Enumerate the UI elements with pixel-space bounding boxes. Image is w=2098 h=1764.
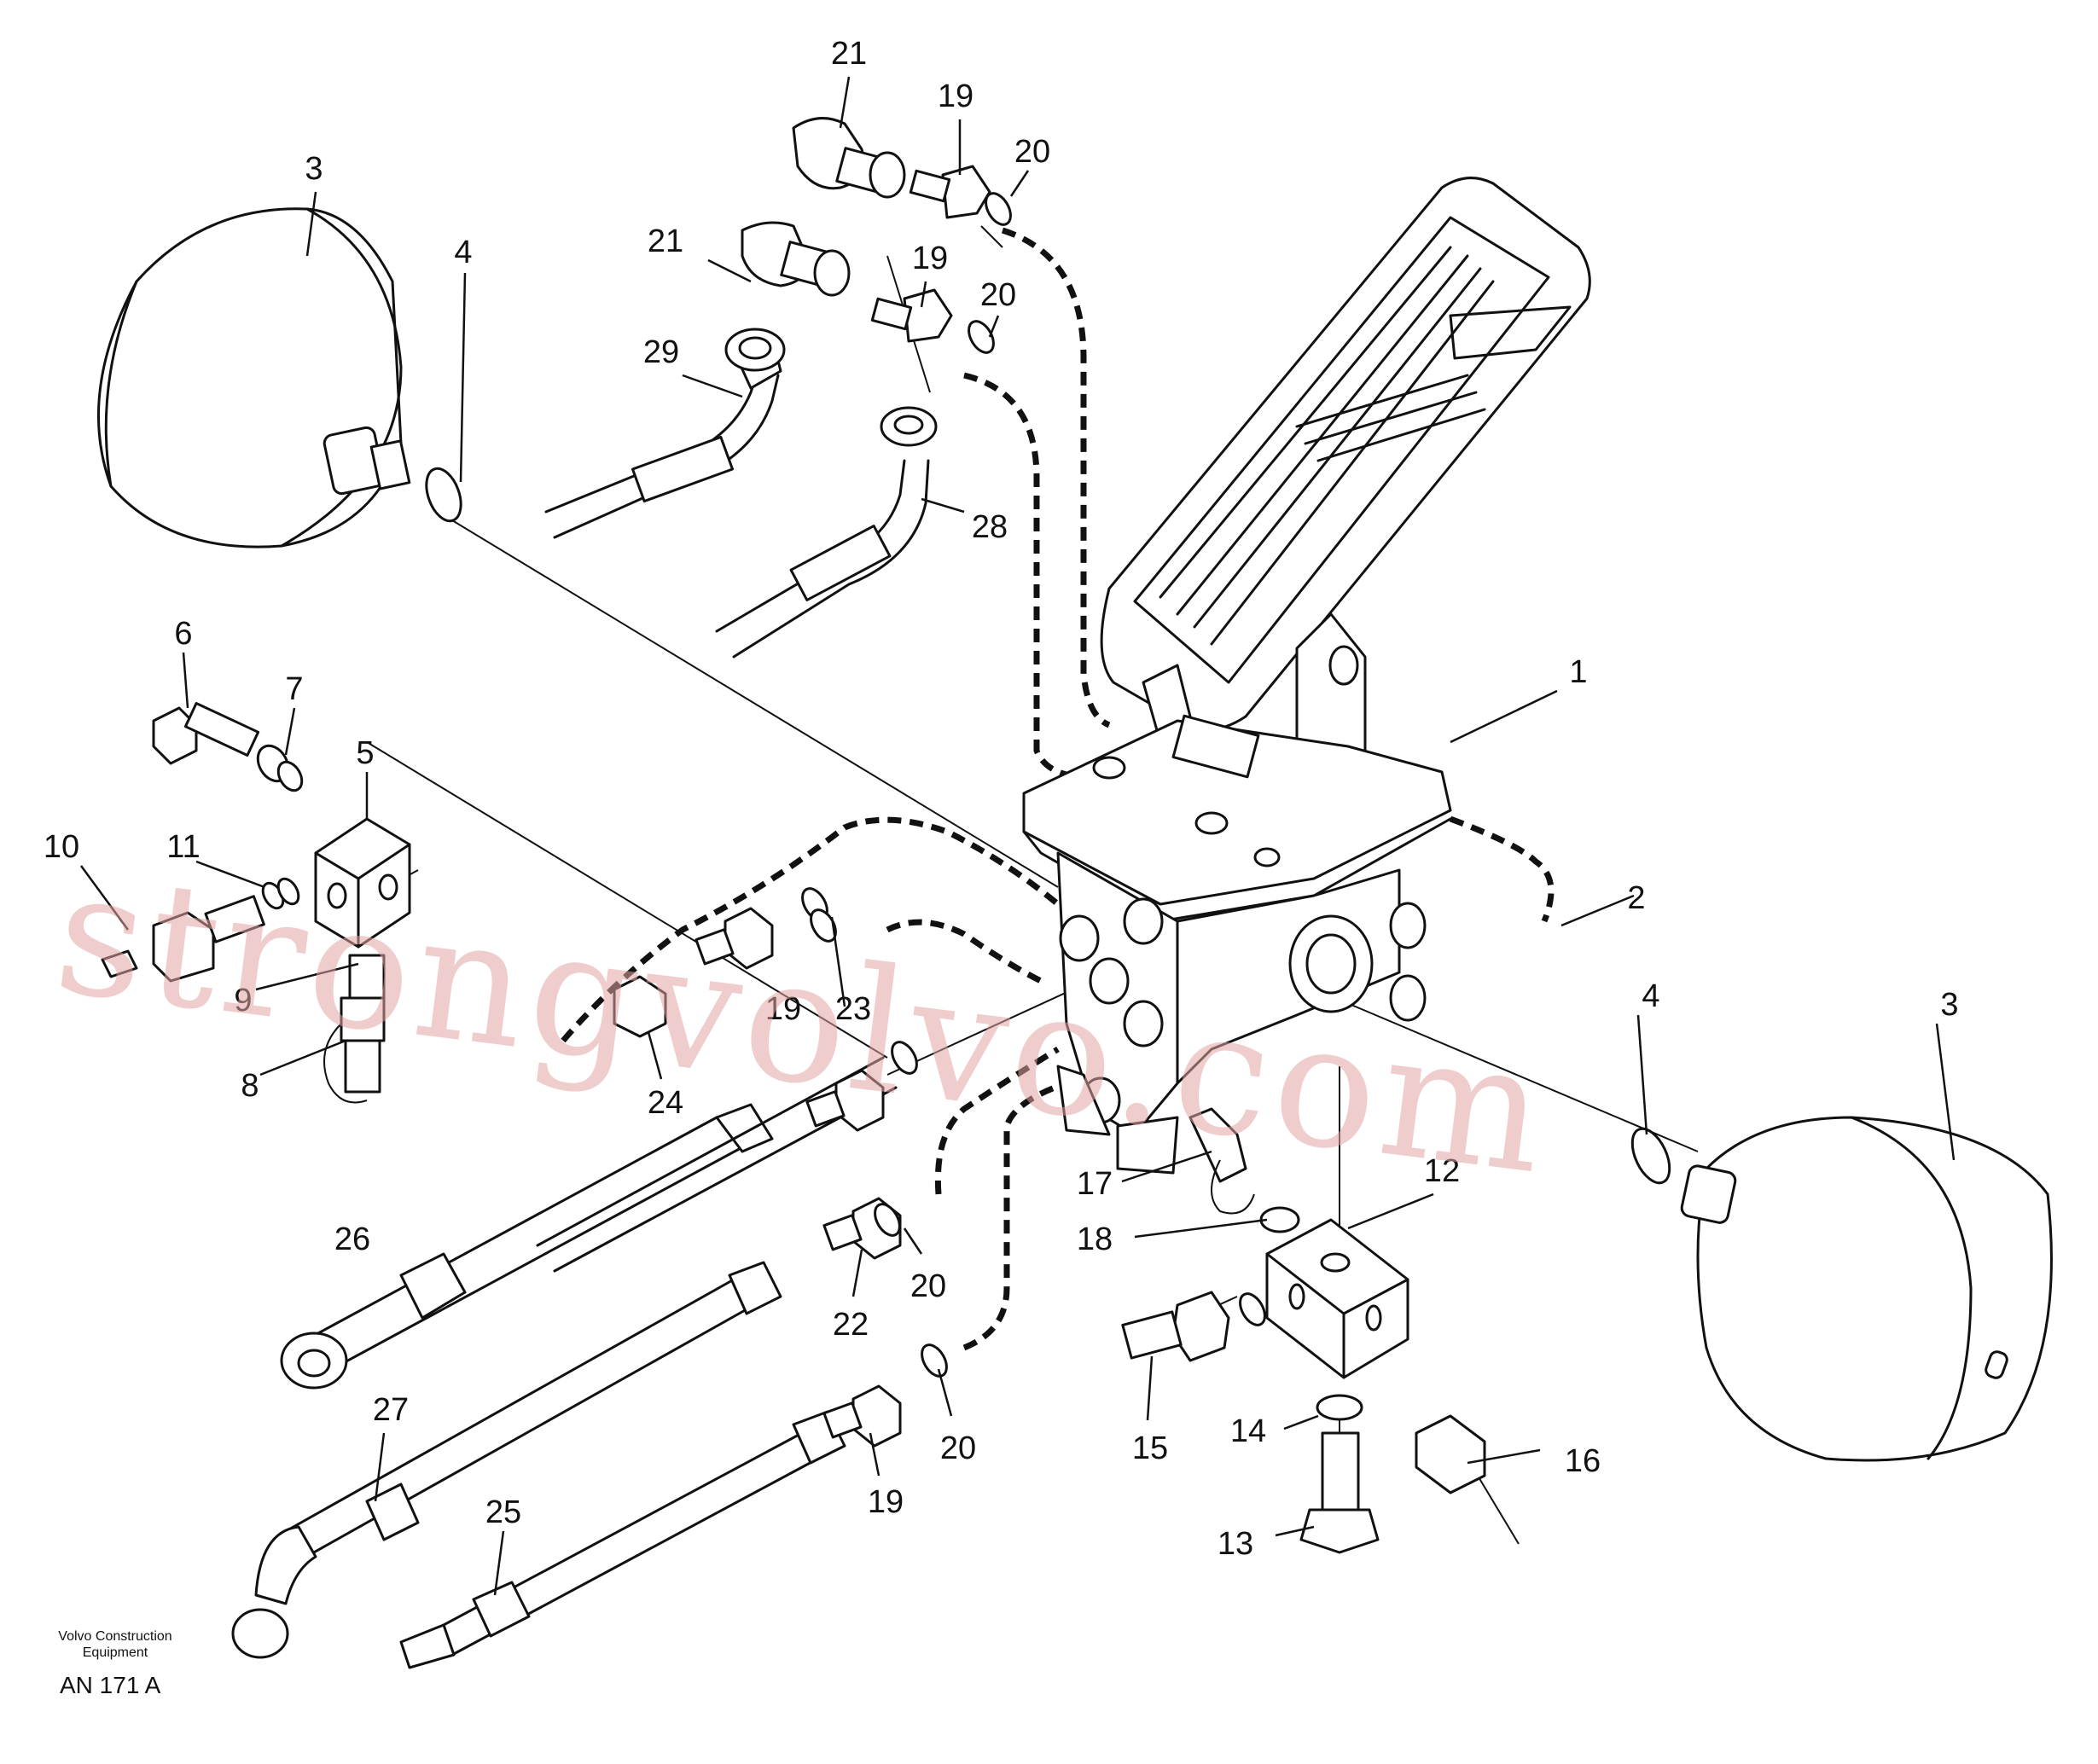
callout-label: 20 bbox=[1014, 134, 1050, 170]
callout-label: 3 bbox=[305, 151, 323, 187]
leader-lines bbox=[79, 76, 1956, 1596]
callout-label: 2 bbox=[1627, 880, 1645, 916]
block-5-assembly bbox=[101, 702, 411, 1104]
callout-label: 13 bbox=[1218, 1526, 1253, 1562]
publisher-line-1: Volvo Construction bbox=[58, 1629, 171, 1644]
callout-label: 14 bbox=[1230, 1413, 1266, 1449]
callout-label: 19 bbox=[868, 1484, 904, 1520]
callout-label: 29 bbox=[643, 334, 679, 370]
hose-27 bbox=[231, 1261, 782, 1659]
callout-label: 3 bbox=[1940, 987, 1958, 1023]
callout-label: 5 bbox=[356, 735, 374, 771]
callout-label: 28 bbox=[972, 509, 1008, 545]
callout-label: 21 bbox=[648, 223, 683, 259]
callout-label: 25 bbox=[485, 1494, 521, 1530]
callout-label: 1 bbox=[1569, 654, 1587, 690]
callout-label: 12 bbox=[1424, 1153, 1460, 1189]
hose-29 bbox=[544, 328, 786, 539]
callout-label: 26 bbox=[334, 1221, 370, 1257]
callout-label: 18 bbox=[1077, 1221, 1113, 1257]
hose-28 bbox=[715, 406, 938, 659]
callout-label: 4 bbox=[1642, 978, 1659, 1014]
publisher-block: Volvo Construction Equipment AN 171 A bbox=[58, 1629, 171, 1698]
callout-label: 17 bbox=[1077, 1166, 1113, 1202]
callout-label: 21 bbox=[831, 36, 867, 72]
callout-label: 16 bbox=[1565, 1443, 1601, 1479]
callout-label: 7 bbox=[285, 671, 303, 707]
callout-label: 8 bbox=[241, 1068, 259, 1104]
callout-label: 27 bbox=[373, 1392, 409, 1428]
accumulator-left bbox=[96, 207, 462, 548]
callout-label: 23 bbox=[835, 991, 871, 1027]
callout-label: 20 bbox=[940, 1430, 976, 1466]
brake-pedal bbox=[1100, 177, 1591, 808]
callout-label: 4 bbox=[454, 235, 472, 270]
drawing-code: AN 171 A bbox=[60, 1672, 161, 1698]
callout-label: 10 bbox=[44, 829, 79, 865]
callout-label: 19 bbox=[912, 241, 948, 276]
callout-labels: 21 19 20 3 4 21 19 20 29 28 6 7 5 1 11 1… bbox=[44, 36, 1959, 1562]
fittings-top bbox=[741, 117, 1012, 354]
assembly-axis-lines bbox=[332, 225, 1699, 1545]
hose-25 bbox=[399, 1410, 846, 1669]
callout-label: 6 bbox=[174, 616, 192, 652]
publisher-line-2: Equipment bbox=[83, 1645, 148, 1660]
callout-label: 11 bbox=[166, 829, 200, 865]
callout-label: 19 bbox=[938, 78, 973, 114]
callout-label: 19 bbox=[765, 991, 801, 1027]
callout-label: 15 bbox=[1132, 1430, 1168, 1466]
hose-26 bbox=[280, 1103, 774, 1390]
hydraulic-lines bbox=[561, 227, 1555, 1351]
callout-label: 9 bbox=[234, 983, 252, 1018]
block-12-assembly bbox=[1121, 1107, 1486, 1554]
callout-label: 20 bbox=[910, 1268, 946, 1304]
accumulator-right bbox=[1630, 1116, 2053, 1462]
callout-label: 24 bbox=[648, 1085, 683, 1121]
fittings-middle bbox=[613, 887, 948, 1448]
callout-label: 20 bbox=[980, 277, 1016, 313]
brake-valve bbox=[1022, 714, 1452, 1175]
callout-label: 22 bbox=[833, 1307, 869, 1343]
